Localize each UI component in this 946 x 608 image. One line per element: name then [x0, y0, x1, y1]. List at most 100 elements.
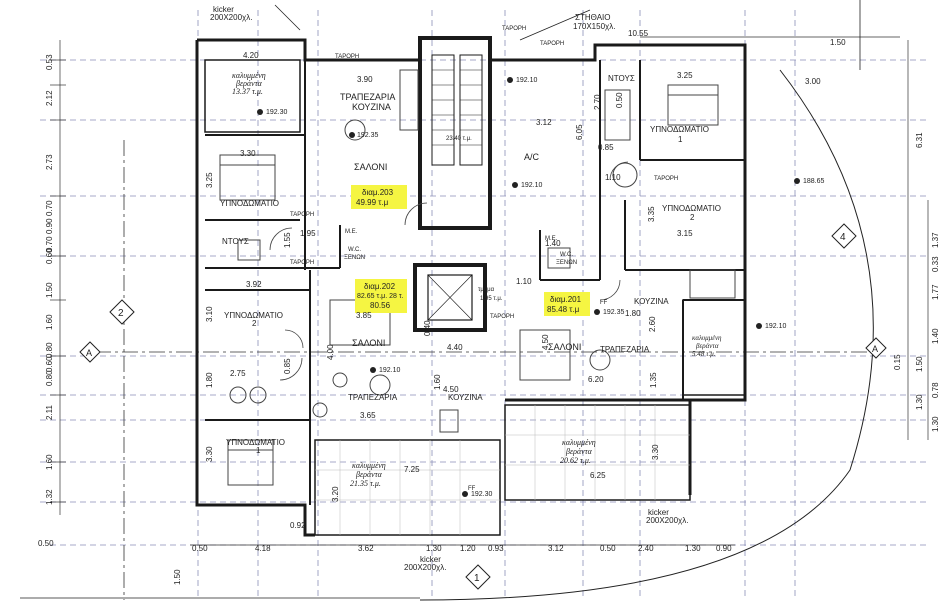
dim-bottom-11: 0.90: [716, 544, 732, 553]
room-ntoys-left: ΝΤΟΥΣ: [222, 237, 249, 246]
dim-top-t: 4.40: [447, 343, 463, 352]
dim-top-s: 1.80: [625, 309, 641, 318]
room-kouzina-right: ΚΟΥΖΙΝΑ: [634, 297, 669, 306]
dim-v-9: 1.55: [283, 232, 292, 248]
level-8: 192.10: [765, 323, 787, 330]
door-swings: [269, 161, 629, 381]
marker-a-left: [79, 341, 101, 363]
dim-v-5: 3.20: [331, 486, 340, 502]
dim-v-17: 0.50: [615, 92, 624, 108]
bottom-dimension-texts: 0.50 4.18 3.62 1.30 1.20 0.93 3.12 0.50 …: [192, 521, 732, 553]
room-tmhma: τμήμα: [478, 286, 495, 293]
grid-markers: A A 2 4 1: [79, 223, 887, 590]
room-ypnodomatio-right-1: ΥΠΝΟΔΩΜΑΤΙΟ: [650, 125, 709, 134]
sofa-right: [519, 329, 571, 381]
dim-v-15: 1.60: [433, 374, 442, 390]
veranda-bottom-mid-l2: βεράντα: [355, 470, 383, 479]
room-trapezaria-mid: ΤΡΑΠΕΖΑΡΙΑ: [348, 393, 398, 402]
bed-left-bottom: [227, 439, 274, 486]
room-saloni-top: ΣΑΛΟΝΙ: [354, 162, 387, 172]
axis-line-a: [95, 140, 870, 600]
annotation-labels: kicker 200Χ200χλ. kicker 200Χ200χλ. kick…: [210, 5, 688, 572]
marker-a-right: [865, 337, 887, 359]
room-saloni-right: ΣΑΛΟΝΙ: [548, 342, 581, 352]
dim-v-18: 2.60: [648, 316, 657, 332]
left-dimension-texts: 0.53 2.12 2.73 0.70 0.90 0.70 0.60 1.50 …: [45, 54, 182, 585]
right-dimension-texts: 6.31 1.37 0.33 1.77 1.40 0.15 0.78 1.50 …: [893, 132, 940, 432]
room-ntoys-right: ΝΤΟΥΣ: [608, 74, 635, 83]
dim-bottom-1: 0.50: [192, 544, 208, 553]
dim-right-7: 0.78: [931, 382, 940, 398]
veranda-bottom-right-l2: βεράντα: [565, 447, 593, 456]
marker-a-right-label: A: [872, 344, 878, 354]
stitheo-dim: 170Χ150χλ.: [573, 22, 615, 31]
room-me-left: Μ.Ε.: [345, 229, 358, 235]
taratsa-3: ΤΑΡΟΡΗ: [540, 41, 564, 47]
apartment-highlights: [351, 185, 590, 316]
veranda-outlines: [204, 59, 746, 536]
dim-bottom-12: 0.92: [290, 521, 306, 530]
dim-v-13: 4.50: [541, 334, 550, 350]
dim-right-8: 1.50: [915, 356, 924, 372]
apt-201-area: 85.48 τ.μ: [547, 305, 580, 314]
taratsa-2: ΤΑΡΟΡΗ: [502, 26, 526, 32]
dim-bottom-header-1: 0.50: [38, 539, 54, 548]
stair-core: [413, 36, 492, 332]
dim-right-6: 0.15: [893, 354, 902, 370]
marker-one: [465, 564, 491, 590]
room-kouzina-mid: ΚΟΥΖΙΝΑ: [448, 393, 483, 402]
stair-area: 23.40 τ.μ.: [446, 136, 472, 142]
level-1: 192.30: [266, 109, 288, 116]
dim-left-13: 2.11: [45, 404, 54, 420]
dim-top-m: 7.25: [404, 465, 420, 474]
dim-top-u: 4.50: [443, 385, 459, 394]
room-ff-right: FF: [600, 300, 608, 306]
veranda-right-area: 5.48 τ.μ.: [692, 350, 716, 358]
marker-two-label: 2: [118, 308, 124, 319]
room-saloni-mid: ΣΑΛΟΝΙ: [352, 338, 385, 348]
room-trapezaria-top: ΤΡΑΠΕΖΑΡΙΑ: [340, 92, 395, 102]
apt-202-area: 82.65 τ.μ. 28 τ.: [357, 293, 404, 300]
kicker-bottom: kicker: [420, 555, 441, 564]
dim-top-c: 10.55: [628, 29, 649, 38]
dim-bottom-10: 1.30: [685, 544, 701, 553]
taratsa-5: ΤΑΡΟΡΗ: [290, 260, 314, 266]
room-ypnodomatio-right-2-num: 2: [690, 213, 695, 222]
apt-201-name: διαμ.201: [550, 295, 582, 304]
room-trapezaria-right: ΤΡΑΠΕΖΑΡΙΑ: [600, 345, 650, 354]
kicker-top-dim: 200Χ200χλ.: [210, 13, 252, 22]
dim-left-1: 0.53: [45, 54, 54, 70]
veranda-bottom-mid-area: 21.35 τ.μ.: [350, 479, 381, 488]
room-tmhma-area: 1.95 τ.μ.: [480, 296, 503, 302]
level-markers: 192.30 192.35 192.10 192.10 192.10 188.6…: [257, 77, 825, 498]
dim-left-3: 2.73: [45, 154, 54, 170]
property-edge-left: [274, 4, 301, 31]
room-ypnodomatio-left-mid-num: 2: [252, 319, 257, 328]
bed-left-top: [219, 154, 276, 201]
veranda-bottom-right-l1: καλυμμένη: [562, 438, 596, 447]
dim-right-10: 1.30: [931, 416, 940, 432]
dim-top-a: 4.20: [243, 51, 259, 60]
room-me-right: Μ.Ε.: [545, 236, 558, 242]
dim-v-12: 3.35: [647, 206, 656, 222]
dim-left-15: 1.32: [45, 489, 54, 505]
marker-a-left-label: A: [86, 348, 92, 358]
dim-v-14: 1.35: [649, 372, 658, 388]
dim-left-7: 0.60: [45, 248, 54, 264]
apt-203-name: διαμ.203: [362, 188, 394, 197]
dim-v-4: 3.30: [205, 446, 214, 462]
highlight-apt-203: [351, 185, 407, 209]
level-6: 188.65: [803, 178, 825, 185]
dim-top-p: 3.15: [677, 229, 693, 238]
level-7: 192.35: [603, 309, 625, 316]
stitheo: ΣΤΗΘΑΙΟ: [575, 13, 610, 22]
dim-v-10: 6.05: [575, 124, 584, 140]
dim-bottom-6: 0.93: [488, 544, 504, 553]
room-ksenon-left: ΞΕΝΩΝ: [344, 255, 365, 261]
dim-top-i: 1.95: [300, 229, 316, 238]
dim-v-7: 1.80: [205, 372, 214, 388]
dim-right-4: 1.77: [931, 284, 940, 300]
dim-left-8: 1.50: [45, 282, 54, 298]
marker-four: [831, 223, 857, 249]
